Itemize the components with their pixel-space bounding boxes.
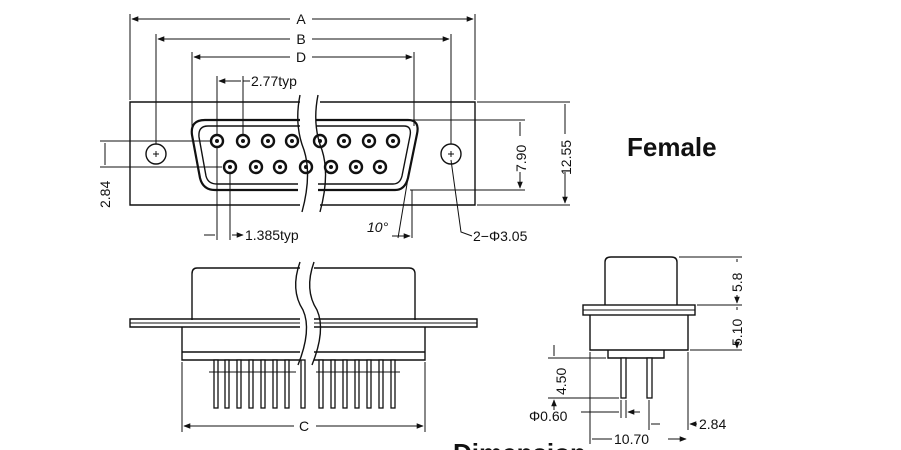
side-shell-top <box>604 256 678 305</box>
side-pin-2 <box>646 357 653 399</box>
front-body-left <box>181 327 300 361</box>
front-break-left <box>295 261 308 366</box>
dim-half-pitch-extension <box>216 148 231 240</box>
side-view: 5.8 5.10 4.50 Φ0.60 2.84 10.70 <box>529 256 745 447</box>
dim-pin-diameter-extension <box>620 400 627 418</box>
dim-d-extension <box>191 52 415 130</box>
dim-half-pitch-label: 1.385typ <box>245 227 299 243</box>
pin-row-bottom <box>222 159 388 175</box>
dim-angle-extension <box>397 177 413 239</box>
dim-a-label: A <box>296 11 306 27</box>
dim-pin-diameter-label: Φ0.60 <box>529 408 568 424</box>
dimension-caption: Dimension <box>453 438 586 450</box>
break-line-left <box>297 94 309 213</box>
dim-pin-offset-extension <box>648 352 689 430</box>
dim-b-extension <box>155 34 452 144</box>
mount-hole-left-center <box>153 151 159 157</box>
dim-row-spacing-extension <box>100 140 222 168</box>
pin-row-top <box>209 133 401 149</box>
shell-left-inner <box>198 125 300 185</box>
mount-hole-leader <box>450 159 473 237</box>
side-body <box>589 315 689 351</box>
flange-left-outline <box>129 101 300 206</box>
mount-hole-right-center <box>448 151 454 157</box>
dim-outer-height-label: 12.55 <box>558 140 574 175</box>
front-body-right <box>314 327 426 361</box>
side-pin-1 <box>620 357 627 399</box>
shell-left-outer <box>190 118 300 192</box>
top-view: A B D 2.77typ 1.385typ 2.84 7.90 12.55 1… <box>97 11 574 244</box>
front-pins <box>209 359 400 409</box>
dim-pitch-label: 2.77typ <box>251 73 297 89</box>
dim-d-label: D <box>296 49 306 65</box>
flange-right-outline <box>320 101 476 206</box>
front-shell-left <box>191 267 300 320</box>
dim-angle-label: 10° <box>367 219 389 235</box>
dim-pin-offset-label: 2.84 <box>699 416 726 432</box>
side-base <box>607 350 665 359</box>
dim-a-extension <box>129 14 476 100</box>
dim-row-spacing-label: 2.84 <box>97 181 113 208</box>
mount-hole-label: 2−Φ3.05 <box>473 228 528 244</box>
front-view: C <box>129 261 478 434</box>
dim-inner-height-label: 7.90 <box>513 145 529 172</box>
shell-right-outer <box>316 118 419 192</box>
shell-right-inner <box>316 125 412 185</box>
front-break-right <box>309 261 322 366</box>
dim-top-height-label: 5.8 <box>729 272 745 292</box>
dim-flange-height-label: 5.10 <box>729 319 745 346</box>
dim-c-label: C <box>299 418 309 434</box>
dim-outer-height-extension <box>477 101 570 206</box>
dim-inner-height-extension <box>410 119 525 191</box>
break-line-right <box>315 94 327 213</box>
front-shell-right <box>314 267 416 320</box>
female-label: Female <box>627 132 717 162</box>
dim-depth-label: 10.70 <box>614 431 649 447</box>
dim-b-label: B <box>296 31 305 47</box>
dim-pin-length-label: 4.50 <box>553 368 569 395</box>
